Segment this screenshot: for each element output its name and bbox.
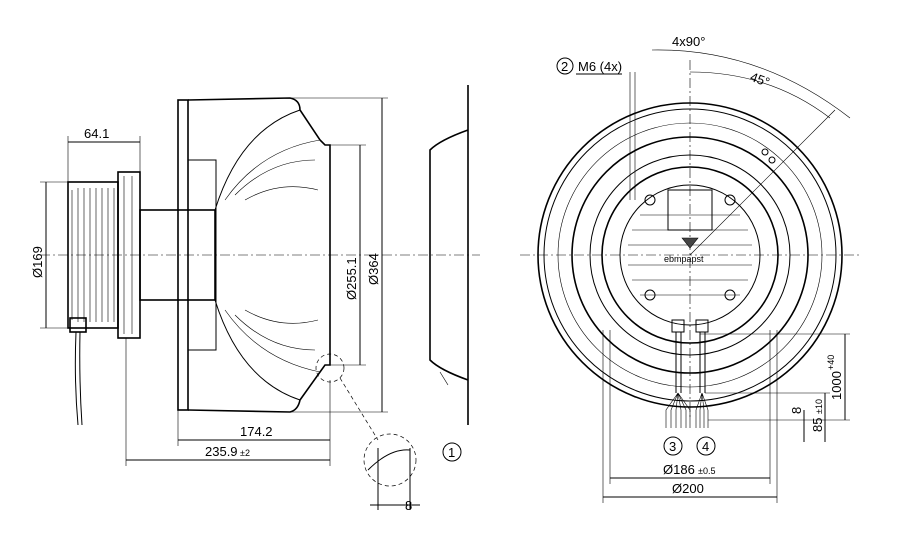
thread-label: M6 (4x) [578,59,622,74]
rotor-disk [187,159,217,351]
callout-3: 3 [669,439,676,454]
dim-cable-length-tol: +40 [826,355,836,370]
angle-offset: 45° [748,69,772,90]
dim-cable-length: 1000 [829,371,844,400]
dim-bolt-circle: Ø186 [663,462,695,477]
impeller-shroud [214,109,301,401]
dim-motor-width: 64.1 [84,126,109,141]
outer-ring [537,102,843,408]
callout-4-circle [696,436,716,456]
callout-4: 4 [702,439,709,454]
dim-motor-dia: Ø169 [30,246,45,278]
dim-hub-dia: Ø200 [672,481,704,496]
motor-fins [71,188,115,322]
dim-wire-strip: 8 [789,407,804,414]
dim-total-depth: 235.9 [205,444,238,459]
dim-impeller-depth: 174.2 [240,424,273,439]
callout-3-circle [663,436,683,456]
front-view: ebmpapst 3 4 4x90° 45° 2 M6 (4x) [520,34,860,503]
impeller-blades [224,139,321,373]
inlet-nozzle [439,371,449,386]
cables [665,319,709,428]
dim-inlet-dia: Ø255.1 [344,257,359,300]
inlet-ring [429,85,469,425]
dim-outer-dia: Ø364 [366,253,381,285]
dim-strip-length-tol: ±10 [814,399,824,414]
detail-dim-8: 8 [405,498,412,513]
callout-1: 1 [448,445,455,460]
motor-housing [67,181,119,329]
inlet-circle [571,136,809,374]
ebmpapst-logo-icon [681,237,699,249]
side-view: 8 1 64.1 Ø169 Ø255.1 Ø364 174.2 235.9 ±2 [30,85,480,513]
impeller-outline [187,97,331,413]
brand-logo: ebmpapst [664,254,704,264]
callout-1-circle [442,442,462,462]
angle-arc-45 [689,71,831,119]
cable [74,331,83,426]
callout-2-circle [556,57,574,75]
45-degree-line [689,109,836,256]
terminal-block [667,189,713,231]
angle-pattern: 4x90° [672,34,705,49]
detail-profile [367,448,411,510]
dim-strip-length: 85 [810,418,825,432]
callout-2: 2 [561,59,568,74]
mounting-holes [644,148,776,301]
motor-circle [619,184,761,326]
detail-view-circle [363,433,417,487]
dim-bolt-circle-tol: ±0.5 [698,466,715,476]
angle-arc-90 [651,49,851,119]
cable-gland [69,317,87,333]
hub-circle [601,166,779,344]
dim-total-depth-tol: ±2 [240,448,250,458]
